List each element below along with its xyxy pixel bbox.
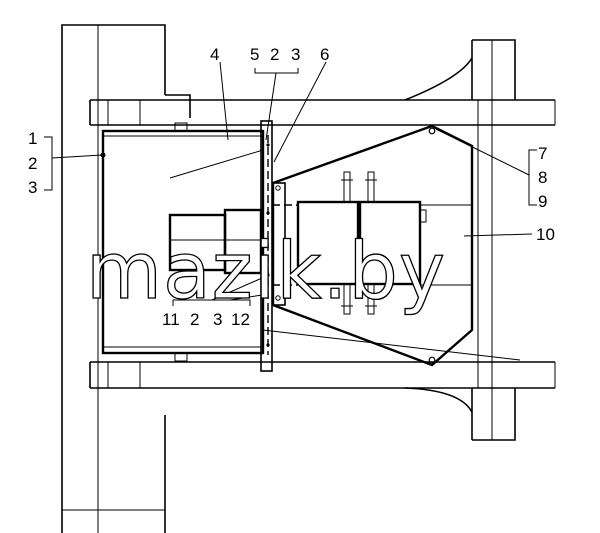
callout-labels: 1 2 3 4 5 2 3 6 7 8 9 10 11 2 3 12: [28, 45, 555, 329]
callout-6: 6: [320, 45, 329, 64]
callout-8: 8: [538, 168, 547, 187]
right-frame-rail: [404, 39, 516, 441]
callout-3: 3: [28, 178, 37, 197]
callout-1: 1: [28, 129, 37, 148]
left-frame-rail: [61, 24, 191, 533]
main-housing-box: [97, 122, 521, 362]
filter-block-right: [358, 200, 427, 286]
callout-4: 4: [210, 45, 219, 64]
funnel-duct: [271, 124, 474, 367]
callout-2: 2: [28, 154, 37, 173]
motor-unit: [168, 208, 263, 275]
callout-11-2: 2: [190, 310, 199, 329]
callout-7: 7: [538, 144, 547, 163]
callout-5-2: 2: [270, 45, 279, 64]
watermark-text: mazik.by: [86, 227, 446, 317]
cross-member-top: [89, 99, 556, 126]
filter-block-left: [296, 200, 360, 286]
callout-11: 11: [162, 310, 180, 329]
clamp-bolts: [341, 171, 377, 315]
callout-9: 9: [538, 192, 547, 211]
callout-11-3: 3: [213, 310, 222, 329]
callout-5-3: 3: [291, 45, 300, 64]
cross-member-bottom: [89, 361, 556, 389]
callout-5: 5: [250, 45, 259, 64]
callout-10: 10: [536, 225, 555, 244]
leader-lines: [44, 61, 537, 306]
callout-12: 12: [231, 310, 250, 329]
